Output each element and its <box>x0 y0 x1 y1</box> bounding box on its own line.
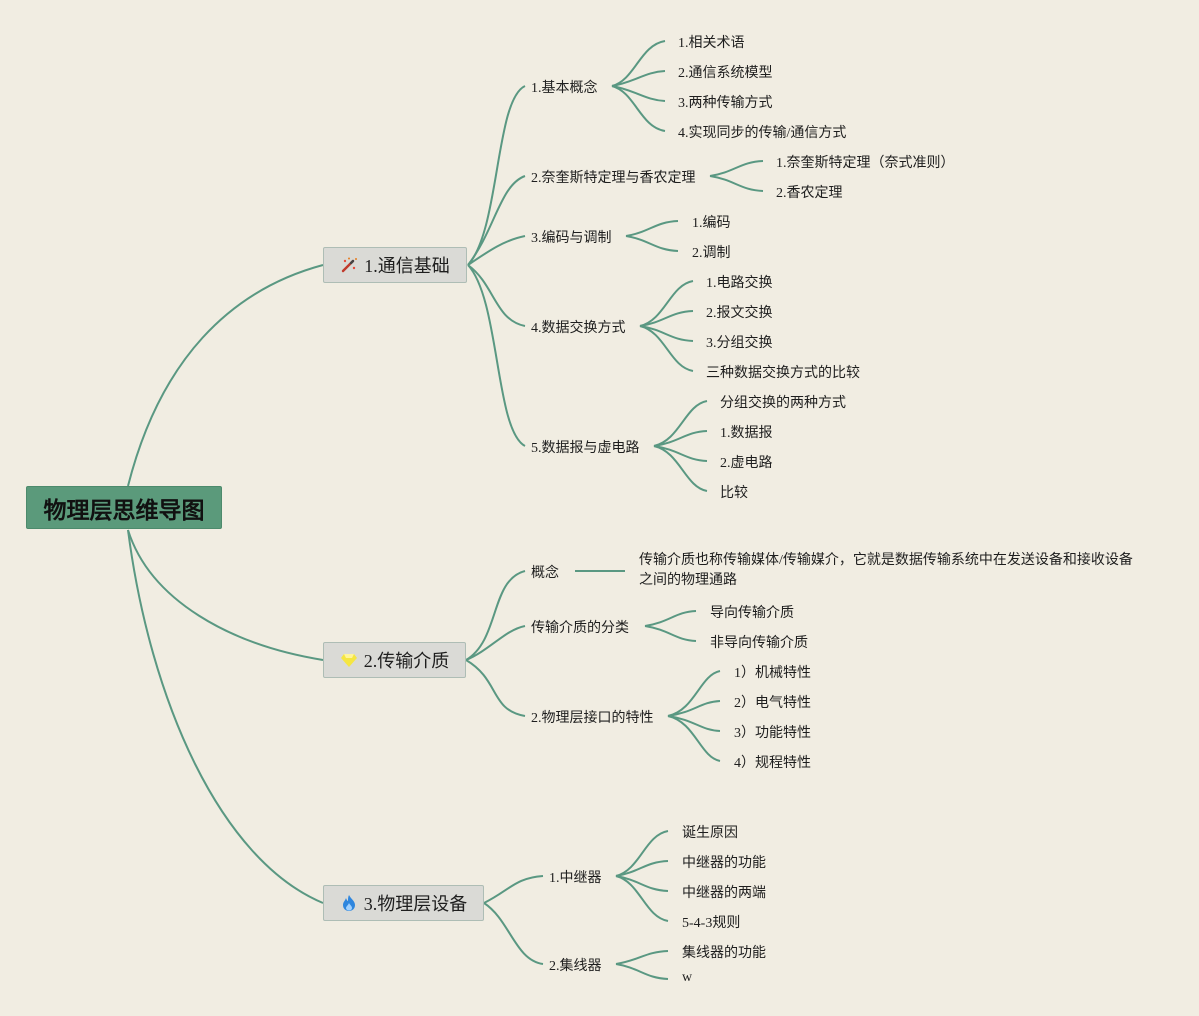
leaf-node[interactable]: 1）机械特性 <box>734 666 811 681</box>
connector-s5-l2 <box>653 430 708 447</box>
connector-s4-l4 <box>639 325 694 372</box>
connector-s2-l1 <box>709 160 764 177</box>
flame-icon <box>340 894 358 912</box>
connector-s1-l2 <box>611 70 666 87</box>
connector-s2-l2 <box>709 175 764 192</box>
connector-s3-l2 <box>625 235 679 252</box>
leaf-node[interactable]: 1.电路交换 <box>706 276 773 291</box>
connector-s1-l3 <box>611 85 666 102</box>
connector-t3-s2 <box>483 902 544 965</box>
leaf-node[interactable]: 5-4-3规则 <box>682 916 741 931</box>
leaf-node[interactable]: 1.相关术语 <box>678 36 745 51</box>
connector-t1-s3 <box>467 235 526 266</box>
leaf-node[interactable]: 3）功能特性 <box>734 726 811 741</box>
leaf-node[interactable]: 3.分组交换 <box>706 336 773 351</box>
connector-s3-l1 <box>625 220 679 237</box>
leaf-node[interactable]: 2.香农定理 <box>776 186 843 201</box>
connector-t2-s1 <box>465 570 526 661</box>
leaf-node[interactable]: 4.实现同步的传输/通信方式 <box>678 126 847 141</box>
leaf-node[interactable]: 诞生原因 <box>682 826 738 841</box>
connector-s1-l4 <box>611 85 666 132</box>
subtopic-media-classification[interactable]: 传输介质的分类 <box>531 621 629 636</box>
root-label: 物理层思维导图 <box>43 497 205 524</box>
leaf-node[interactable]: 分组交换的两种方式 <box>720 396 846 411</box>
connector-t2-s3-l2 <box>667 700 721 717</box>
leaf-node[interactable]: 1.奈奎斯特定理（奈式准则） <box>776 156 955 171</box>
connector-t3-s2-l1 <box>615 950 669 965</box>
connector-t2-s2-l2 <box>644 625 697 642</box>
leaf-node[interactable]: 1.数据报 <box>720 426 773 441</box>
connector-s4-l1 <box>639 280 694 327</box>
topic-physical-devices[interactable]: 3.物理层设备 <box>323 885 484 921</box>
connector-t2-s3-l4 <box>667 715 721 762</box>
gem-icon <box>340 651 358 669</box>
connector-t3-s1 <box>483 875 544 904</box>
connector-t2-s2 <box>465 625 526 661</box>
connector-t1-s2 <box>467 175 526 266</box>
subtopic-nyquist-shannon[interactable]: 2.奈奎斯特定理与香农定理 <box>531 171 696 186</box>
connector-t3-s1-l4 <box>615 875 669 922</box>
connector-t3-s1-l2 <box>615 860 669 877</box>
leaf-node[interactable]: 比较 <box>720 486 748 501</box>
subtopic-datagram-vc[interactable]: 5.数据报与虚电路 <box>531 441 640 456</box>
leaf-node[interactable]: w <box>682 970 693 985</box>
connector-t3-s1-l1 <box>615 830 669 877</box>
connector-t2-s3 <box>465 659 526 717</box>
connector-root-topic2 <box>127 529 324 661</box>
subtopic-interface-characteristics[interactable]: 2.物理层接口的特性 <box>531 711 654 726</box>
connector-t2-s3-l1 <box>667 670 721 717</box>
leaf-node[interactable]: 4）规程特性 <box>734 756 811 771</box>
subtopic-hub[interactable]: 2.集线器 <box>549 959 602 974</box>
connector-root-topic1 <box>127 264 324 487</box>
connector-root-topic3 <box>127 529 324 904</box>
subtopic-repeater[interactable]: 1.中继器 <box>549 871 602 886</box>
topic-label: 1.通信基础 <box>364 256 450 276</box>
topic-transmission-media[interactable]: 2.传输介质 <box>323 642 466 678</box>
leaf-node-description[interactable]: 传输介质也称传输媒体/传输媒介，它就是数据传输系统中在发送设备和接收设备之间的物… <box>639 553 1133 588</box>
connector-t1-s4 <box>467 264 526 327</box>
connector-t2-s2-l1 <box>644 610 697 627</box>
leaf-node[interactable]: 3.两种传输方式 <box>678 96 773 111</box>
topic-communication-basics[interactable]: 1.通信基础 <box>323 247 467 283</box>
connector-s5-l4 <box>653 445 708 492</box>
subtopic-basic-concepts[interactable]: 1.基本概念 <box>531 81 598 96</box>
leaf-node[interactable]: 2.虚电路 <box>720 456 773 471</box>
leaf-node[interactable]: 非导向传输介质 <box>710 636 808 651</box>
leaf-node[interactable]: 2.调制 <box>692 246 731 261</box>
magic-wand-icon <box>340 256 358 274</box>
subtopic-concept[interactable]: 概念 <box>531 566 559 581</box>
leaf-node[interactable]: 中继器的两端 <box>682 886 766 901</box>
leaf-node[interactable]: 中继器的功能 <box>682 856 766 871</box>
leaf-node[interactable]: 1.编码 <box>692 216 731 231</box>
connector-s4-l2 <box>639 310 694 327</box>
topic-label: 2.传输介质 <box>363 651 450 671</box>
root-node[interactable]: 物理层思维导图 <box>26 486 222 529</box>
leaf-node[interactable]: 2.通信系统模型 <box>678 66 773 81</box>
subtopic-data-switching[interactable]: 4.数据交换方式 <box>531 321 626 336</box>
connector-t1-s5 <box>467 264 526 447</box>
connector-s1-l1 <box>611 40 666 87</box>
subtopic-coding-modulation[interactable]: 3.编码与调制 <box>531 231 612 246</box>
leaf-node[interactable]: 导向传输介质 <box>710 606 794 621</box>
leaf-node[interactable]: 2.报文交换 <box>706 306 773 321</box>
topic-label: 3.物理层设备 <box>363 894 468 914</box>
leaf-node[interactable]: 集线器的功能 <box>682 946 766 961</box>
connector-t3-s2-l2 <box>615 963 669 980</box>
leaf-node[interactable]: 三种数据交换方式的比较 <box>706 366 860 381</box>
leaf-node[interactable]: 2）电气特性 <box>734 696 811 711</box>
connector-s5-l1 <box>653 400 708 447</box>
